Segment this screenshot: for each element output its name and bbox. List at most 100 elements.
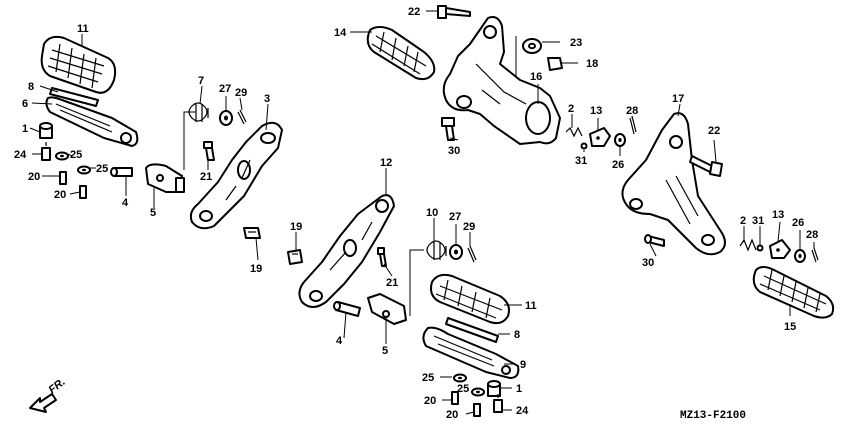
washer-27-left — [219, 110, 233, 126]
footpeg-rubber-left-front — [40, 35, 117, 94]
bolt-19-center — [287, 249, 303, 265]
collar-1-center — [487, 380, 501, 397]
cotter-pin-28-top — [629, 115, 637, 135]
callout-13: 13 — [772, 209, 784, 221]
nut-18 — [547, 57, 563, 71]
bolt-30-top — [441, 117, 455, 141]
holder-13-top — [589, 127, 611, 147]
footpeg-15 — [752, 266, 835, 319]
callout-22: 22 — [408, 6, 420, 18]
bolt-19-left — [243, 227, 261, 239]
ball-31-right — [756, 244, 764, 252]
cotter-pin-29-center — [467, 245, 477, 263]
callout-25: 25 — [422, 372, 434, 384]
callout-26: 26 — [792, 217, 804, 229]
washer-26-right — [794, 249, 806, 263]
bolt-30-right — [644, 234, 665, 247]
callout-16: 16 — [530, 71, 542, 83]
callout-1: 1 — [22, 123, 28, 135]
direction-label: FR. — [46, 376, 67, 396]
callout-3: 3 — [264, 93, 270, 105]
callout-29: 29 — [235, 87, 247, 99]
holder-5-center — [367, 293, 407, 325]
bracket-16 — [442, 16, 561, 145]
bracket-17 — [621, 112, 726, 256]
callout-25: 25 — [96, 163, 108, 175]
callout-4: 4 — [122, 197, 129, 209]
callout-27: 27 — [219, 83, 231, 95]
callout-26: 26 — [612, 159, 624, 171]
washer-27-center — [449, 244, 463, 260]
callout-20: 20 — [28, 171, 40, 183]
bracket-3-left — [189, 121, 283, 230]
callout-29: 29 — [463, 221, 475, 233]
callout-15: 15 — [784, 321, 796, 333]
callout-13: 13 — [590, 105, 602, 117]
bolt-21-left — [203, 141, 215, 161]
callout-8: 8 — [514, 329, 520, 341]
callout-2: 2 — [740, 215, 746, 227]
bolt-24-center — [493, 394, 503, 413]
callout-18: 18 — [586, 58, 598, 70]
callout-23: 23 — [570, 37, 582, 49]
leaders-center — [295, 168, 522, 415]
callout-25: 25 — [70, 149, 82, 161]
callout-27: 27 — [449, 211, 461, 223]
washer-26-top — [614, 133, 626, 147]
spring-10 — [426, 240, 447, 260]
ball-31-top — [580, 142, 588, 150]
footpeg-rubber-center — [430, 273, 510, 325]
callout-24: 24 — [14, 149, 27, 161]
spring-2-right — [739, 238, 757, 252]
callout-19: 19 — [290, 221, 302, 233]
callout-31: 31 — [752, 215, 764, 227]
bolt-22-right — [689, 155, 723, 177]
pin-4-center — [333, 301, 361, 317]
callout-10: 10 — [426, 207, 438, 219]
callout-14: 14 — [334, 27, 347, 39]
callout-20: 20 — [446, 409, 458, 421]
callout-6: 6 — [22, 98, 28, 110]
callout-5: 5 — [150, 207, 156, 219]
footpeg-left-front — [45, 96, 139, 147]
callout-8: 8 — [28, 81, 34, 93]
callout-21: 21 — [200, 171, 212, 183]
callout-2: 2 — [568, 103, 574, 115]
callout-12: 12 — [380, 157, 392, 169]
callout-30: 30 — [642, 257, 654, 269]
callout-24: 24 — [516, 405, 529, 417]
callout-9: 9 — [520, 359, 526, 371]
cotter-pin-28-right — [811, 247, 819, 263]
footpeg-9 — [422, 326, 520, 379]
footpeg-plate-center — [445, 317, 499, 343]
bolt-21-center — [377, 247, 387, 267]
callout-4: 4 — [336, 335, 343, 347]
leaders-top — [350, 10, 633, 156]
callout-28: 28 — [806, 229, 818, 241]
cotter-pin-29-left — [237, 109, 247, 125]
callout-28: 28 — [626, 105, 638, 117]
callout-22: 22 — [708, 125, 720, 137]
callout-20: 20 — [54, 189, 66, 201]
callout-20: 20 — [424, 395, 436, 407]
washer-25-left — [55, 151, 91, 175]
callout-7: 7 — [198, 75, 204, 87]
callout-21: 21 — [386, 277, 398, 289]
callout-5: 5 — [382, 345, 388, 357]
spring-2-top — [565, 126, 583, 138]
callout-25: 25 — [457, 383, 469, 395]
bolt-20-center — [451, 391, 481, 417]
footpeg-plate-left-front — [49, 87, 99, 107]
pin-4-left — [110, 167, 133, 177]
bolt-22-top — [437, 5, 471, 19]
bracket-12 — [298, 194, 395, 308]
washer-25-center — [453, 373, 485, 397]
callout-17: 17 — [672, 93, 684, 105]
callout-19: 19 — [250, 263, 262, 275]
front-direction-arrow: FR. — [29, 376, 68, 413]
callout-11: 11 — [525, 300, 537, 312]
callout-1: 1 — [516, 383, 522, 395]
collar-left-front — [39, 122, 53, 139]
holder-5-left — [145, 163, 185, 193]
